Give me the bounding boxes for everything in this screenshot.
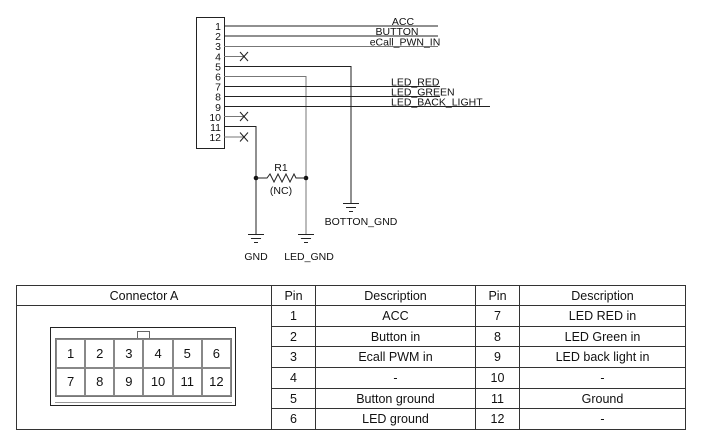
pin-label: 2 (215, 31, 221, 43)
header-description: Description (519, 285, 686, 306)
pin-description: LED back light in (519, 346, 686, 369)
pin-number: 6 (271, 408, 316, 431)
signal-label-led-backlight: LED_BACK_LIGHT (391, 97, 483, 109)
pin-description: LED ground (315, 408, 476, 431)
connector-pin-cell: 7 (56, 367, 86, 396)
ground-symbol-botton (343, 203, 359, 212)
pin-number: 1 (271, 305, 316, 327)
pin-description: - (315, 367, 476, 389)
resistor-r1: R1 (NC) (253, 162, 309, 197)
header-pin: Pin (475, 285, 520, 306)
resistor-ref: R1 (274, 162, 288, 174)
pin-label: 9 (215, 102, 221, 114)
table-row: 5 Button ground 11 Ground (17, 387, 686, 410)
signal-labels: ACC BUTTON eCall_PWN_IN LED_RED LED_GREE… (244, 16, 483, 263)
ground-label-gnd: GND (244, 251, 268, 263)
pin-number: 5 (271, 387, 316, 410)
resistor-note: (NC) (270, 185, 292, 197)
pin-description: Button in (315, 325, 476, 348)
pin-label: 10 (209, 112, 221, 124)
table-header-row: Connector A Pin Description Pin Descript… (16, 285, 686, 306)
connector-pin-cell: 8 (85, 367, 115, 396)
pin-number: 12 (475, 408, 520, 431)
connector-pin-cell: 9 (114, 367, 144, 396)
pin-description: LED RED in (519, 305, 686, 327)
connector-pin-cell: 4 (143, 339, 173, 368)
pin-description: Ground (519, 387, 686, 410)
header-pin: Pin (271, 285, 316, 306)
no-connect-x-pin4 (239, 51, 249, 62)
pin-number: 11 (475, 387, 520, 410)
wire-pin5 (224, 66, 352, 203)
pin-number: 7 (475, 305, 520, 327)
pin-description: Button ground (315, 387, 476, 410)
connector-pin-cell: 2 (85, 339, 115, 368)
pin-label: 5 (215, 61, 221, 73)
wire-pin6 (224, 76, 307, 234)
pin-number: 3 (271, 346, 316, 369)
pin-number: 4 (271, 367, 316, 389)
no-connect-x-pin12 (239, 132, 249, 142)
pin-description: - (519, 367, 686, 389)
signal-label-led-red: LED_RED (391, 77, 440, 89)
wires (224, 25, 490, 234)
header-connector: Connector A (16, 285, 272, 306)
no-connect-x-pin10 (239, 111, 249, 122)
pin-label: 3 (215, 41, 221, 53)
connector-pin-cell: 5 (172, 339, 202, 368)
pin-label: 4 (215, 51, 221, 63)
pin-number: 9 (475, 346, 520, 369)
pin-label: 8 (215, 92, 221, 104)
pin-number: 10 (475, 367, 520, 389)
no-connect-marks (239, 51, 249, 142)
ground-label-botton: BOTTON_GND (325, 216, 398, 228)
connector-pin-cell: 1 (56, 339, 86, 368)
pin-label: 12 (209, 132, 221, 144)
ground-label-led: LED_GND (284, 251, 334, 263)
connector-pin-cell: 6 (201, 339, 231, 368)
signal-label-led-green: LED_GREEN (391, 87, 455, 99)
pin-number: 8 (475, 325, 520, 348)
connector-key-tab (137, 331, 150, 338)
table-row: 6 LED ground 12 - (17, 408, 686, 431)
pin-description: ACC (315, 305, 476, 327)
signal-label-button: BUTTON (376, 26, 419, 38)
pin-label: 11 (210, 122, 221, 134)
pin-description: LED Green in (519, 325, 686, 348)
pin-label: 6 (215, 72, 221, 84)
connector-pin-cell: 12 (201, 367, 231, 396)
signal-label-acc: ACC (392, 16, 415, 28)
ground-symbol-gnd (248, 234, 264, 243)
pin-number: 2 (271, 325, 316, 348)
pin-description: Ecall PWM in (315, 346, 476, 369)
header-description: Description (315, 285, 476, 306)
table-row: 2 Button in 8 LED Green in (17, 325, 686, 348)
connector-base (55, 397, 232, 403)
ground-symbol-led (298, 234, 314, 243)
signal-label-ecall: eCall_PWN_IN (370, 37, 441, 49)
wire-pin11 (224, 126, 257, 234)
pinout-table: Connector A Pin Description Pin Descript… (16, 285, 686, 431)
connector-pin-cell: 10 (143, 367, 173, 396)
pin-description: - (519, 408, 686, 431)
pin-label: 7 (215, 82, 221, 94)
connector-pin-cell: 3 (114, 339, 144, 368)
pin-label: 1 (215, 21, 221, 33)
connector-body (196, 17, 225, 149)
resistor-symbol (256, 172, 306, 184)
connector-pin-cell: 11 (172, 367, 202, 396)
